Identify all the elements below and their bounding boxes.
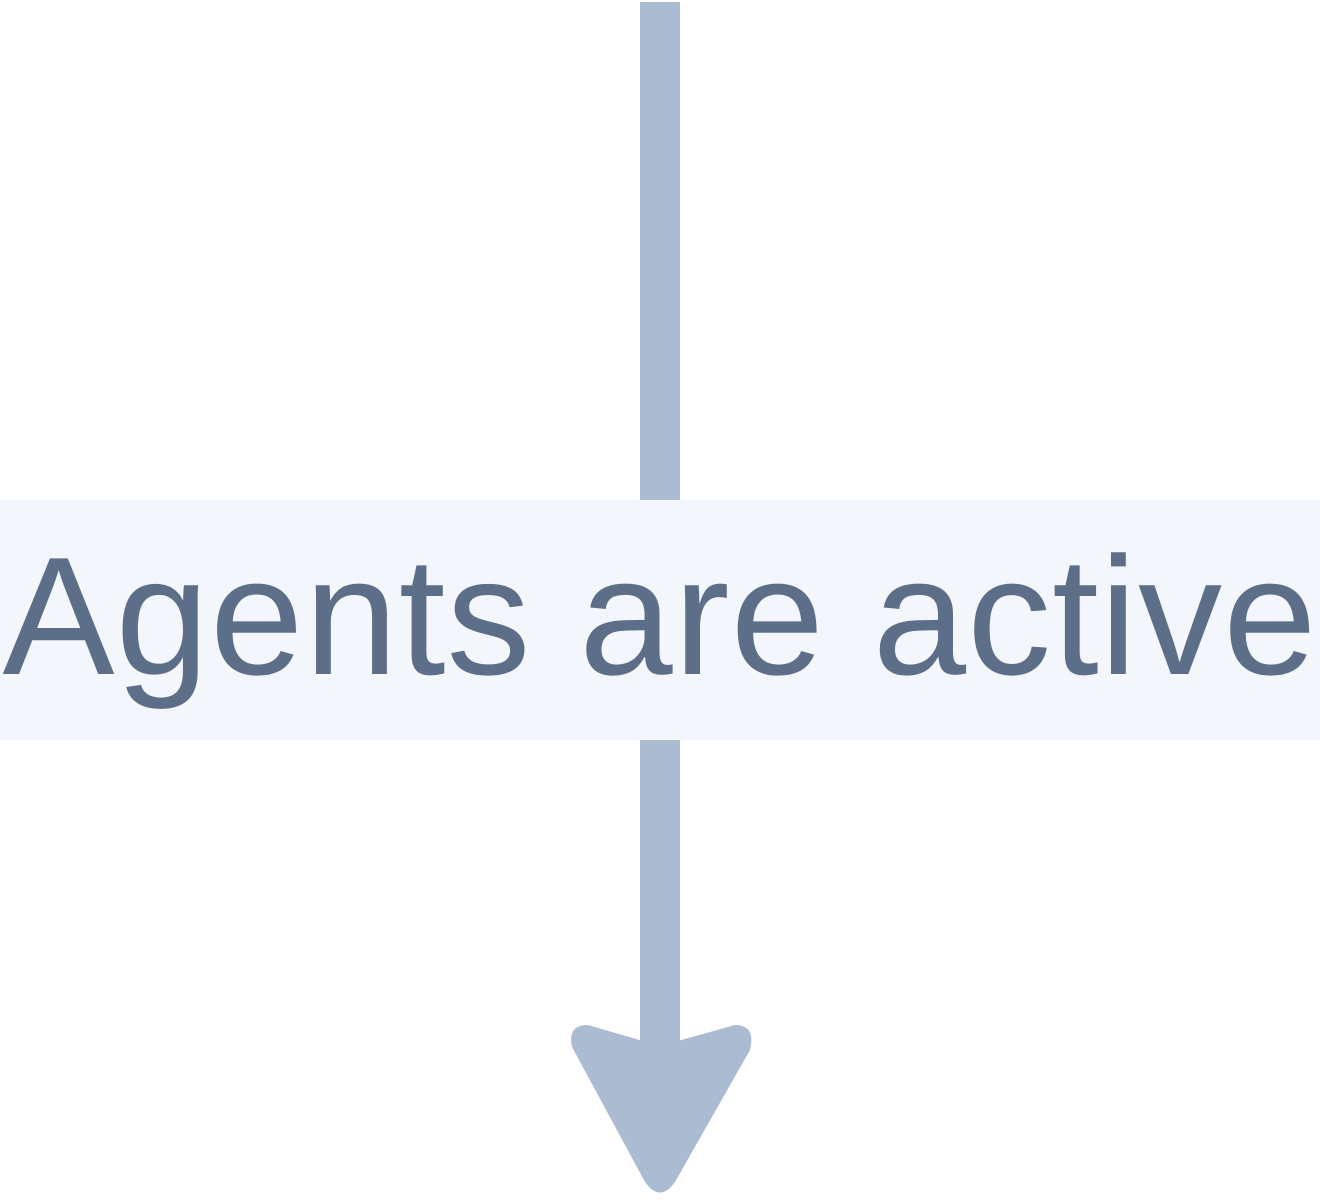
edge-label-text: Agents are active bbox=[2, 522, 1318, 710]
arrow-down-icon bbox=[571, 1025, 752, 1193]
connector-line-bottom bbox=[640, 738, 680, 1050]
connector-line-top bbox=[640, 2, 680, 502]
edge-label: Agents are active bbox=[0, 500, 1320, 740]
